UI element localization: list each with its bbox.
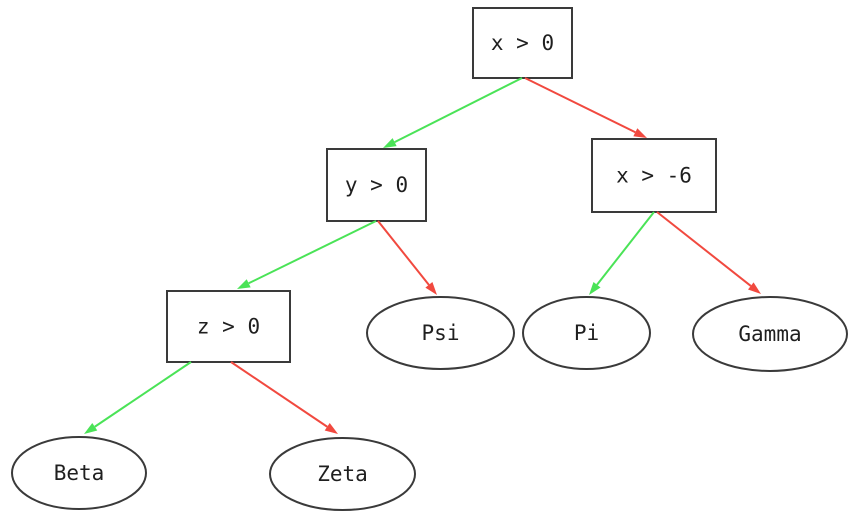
node-label: y > 0 xyxy=(345,173,408,197)
decision-box-shape xyxy=(166,290,291,363)
decision-box-shape xyxy=(591,138,717,213)
node-label: Beta xyxy=(54,461,105,485)
edge-line-false xyxy=(656,211,752,287)
leaf-ellipse-shape xyxy=(11,436,147,510)
decision-box-shape xyxy=(472,7,573,79)
edge-line-true xyxy=(248,220,377,285)
arrowhead-icon xyxy=(383,138,397,148)
decision-node-z-gt-0: z > 0 xyxy=(166,290,291,363)
edge-xneg6-to-pi-true xyxy=(589,211,655,295)
arrowhead-icon xyxy=(425,282,437,295)
decision-box-shape xyxy=(326,148,427,222)
decision-node-x-gt-neg6: x > -6 xyxy=(591,138,717,213)
edge-line-false xyxy=(230,361,328,428)
leaf-node-pi: Pi xyxy=(522,296,651,370)
arrowhead-icon xyxy=(324,423,338,434)
edge-z-to-beta-true xyxy=(84,361,192,434)
leaf-node-beta: Beta xyxy=(11,436,147,510)
edge-line-false xyxy=(524,77,636,134)
leaf-ellipse-shape xyxy=(522,296,651,370)
arrowhead-icon xyxy=(633,128,647,138)
edge-line-true xyxy=(596,211,655,286)
arrowhead-icon xyxy=(589,281,601,295)
arrowhead-icon xyxy=(84,423,98,434)
arrowhead-icon xyxy=(748,282,761,294)
leaf-ellipse-shape xyxy=(269,437,416,511)
edge-y-to-z-true xyxy=(237,220,377,289)
decision-node-y-gt-0: y > 0 xyxy=(326,148,427,222)
node-label: x > 0 xyxy=(491,31,554,55)
node-label: Pi xyxy=(574,321,599,345)
node-label: z > 0 xyxy=(197,315,260,339)
edge-line-false xyxy=(377,220,430,286)
edge-line-true xyxy=(394,77,523,144)
edge-root-to-xneg6-false xyxy=(524,77,647,138)
arrowhead-icon xyxy=(237,279,251,289)
leaf-ellipse-shape xyxy=(366,296,515,370)
edge-root-to-y-true xyxy=(383,77,523,148)
edge-line-true xyxy=(94,361,192,428)
decision-node-x-gt-0: x > 0 xyxy=(472,7,573,79)
leaf-ellipse-shape xyxy=(692,296,848,372)
leaf-node-gamma: Gamma xyxy=(692,296,848,372)
edge-xneg6-to-gamma-false xyxy=(656,211,761,294)
node-label: x > -6 xyxy=(616,164,692,188)
node-label: Zeta xyxy=(317,462,368,486)
edge-y-to-psi-false xyxy=(377,220,437,295)
leaf-node-psi: Psi xyxy=(366,296,515,370)
node-label: Psi xyxy=(422,321,460,345)
edge-z-to-zeta-false xyxy=(230,361,338,434)
node-label: Gamma xyxy=(738,322,801,346)
leaf-node-zeta: Zeta xyxy=(269,437,416,511)
